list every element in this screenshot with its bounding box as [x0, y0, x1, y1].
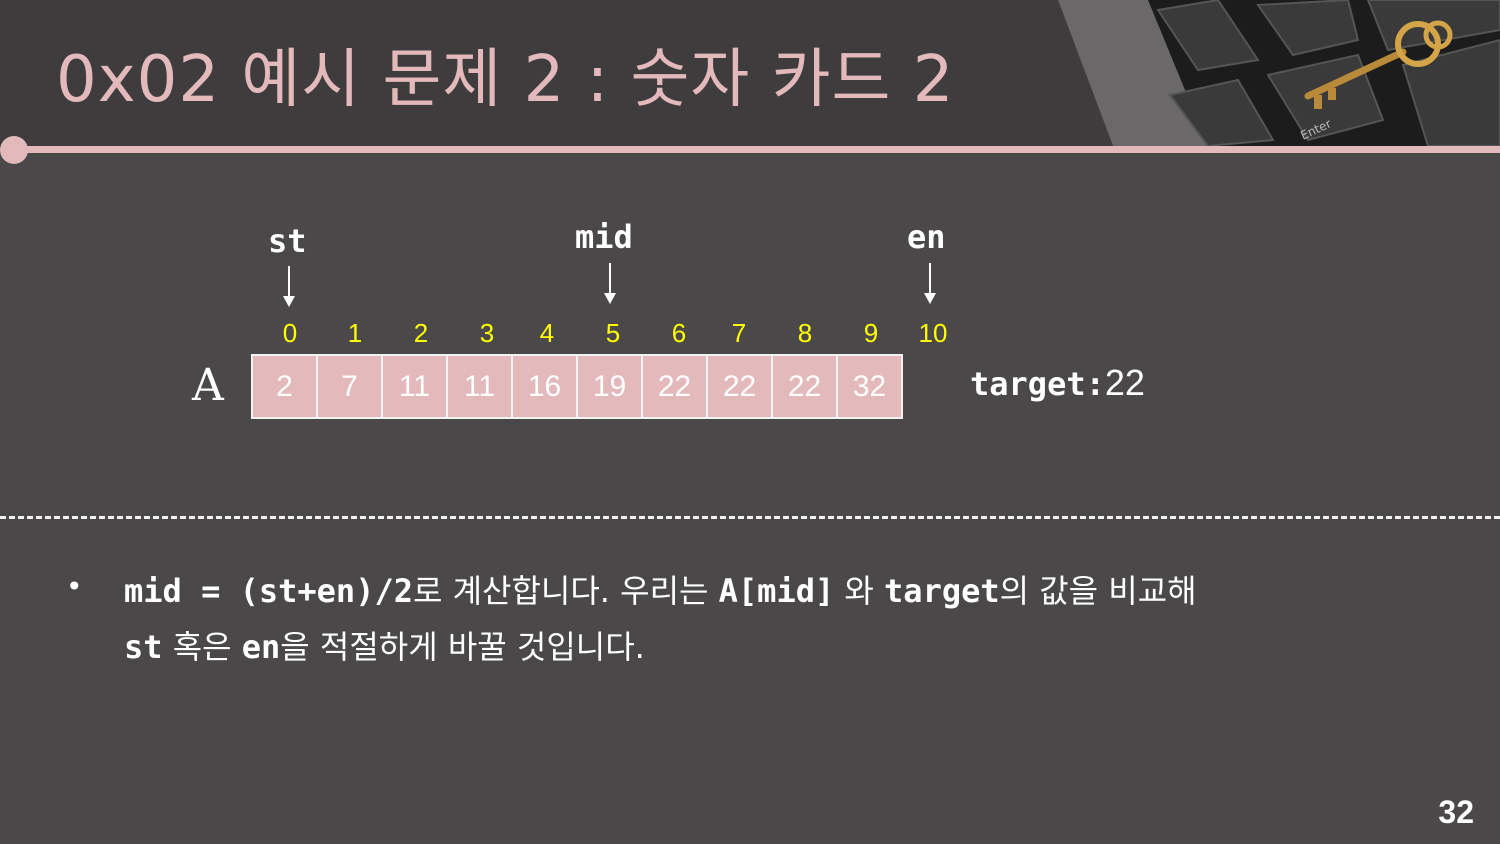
- index-label: 9: [863, 318, 879, 348]
- code-text: st: [124, 628, 163, 666]
- array-cell: 7: [318, 356, 383, 417]
- array-cells: 2 7 11 11 16 19 22 22 22 32: [251, 354, 903, 419]
- index-label: 3: [479, 318, 495, 348]
- index-label: 4: [539, 318, 555, 348]
- array-label: A: [192, 360, 224, 411]
- array-cell: 2: [253, 356, 318, 417]
- index-label: 5: [605, 318, 621, 348]
- explanation-text: 혹은: [162, 628, 242, 666]
- title-underline: [14, 146, 1500, 153]
- explanation-text: 을 적절하게 바꿀 것입니다.: [280, 628, 645, 666]
- array-cell: 22: [708, 356, 773, 417]
- pointer-mid-arrow: [604, 263, 616, 304]
- array-cell: 11: [383, 356, 448, 417]
- index-label: 10: [918, 318, 948, 348]
- code-text: target: [884, 572, 1000, 610]
- array-cell: 32: [852, 369, 887, 403]
- target-label: target:: [970, 365, 1105, 403]
- index-label: 6: [671, 318, 687, 348]
- pointer-en-arrow: [924, 263, 936, 304]
- explanation-text: 와: [834, 572, 885, 610]
- pointer-en-label: en: [907, 218, 946, 256]
- array-cell: 16: [513, 356, 578, 417]
- code-text: en: [241, 628, 281, 666]
- target-value: 22: [1104, 362, 1145, 403]
- formula-text: mid = (st+en)/2: [124, 572, 413, 610]
- explanation-line-2: st 혹은 en을 적절하게 바꿀 것입니다.: [124, 622, 645, 668]
- explanation-text: 로 계산합니다. 우리는: [412, 572, 719, 610]
- index-label: 2: [413, 318, 429, 348]
- pointer-st-label: st: [268, 222, 307, 260]
- page-title: 0x02 예시 문제 2 : 숫자 카드 2: [56, 43, 955, 117]
- array-cell: 19: [578, 356, 643, 417]
- explanation-text: 의 값을 비교해: [999, 572, 1197, 610]
- page-number: 32: [1438, 794, 1474, 830]
- pointer-st-arrow: [283, 266, 295, 307]
- explanation-line-1: mid = (st+en)/2로 계산합니다. 우리는 A[mid] 와 tar…: [124, 566, 1197, 612]
- keyboard-key-image: Enter: [1058, 0, 1500, 146]
- index-label: 1: [347, 318, 363, 348]
- array-cell: 22: [643, 356, 708, 417]
- index-label: 0: [282, 318, 298, 348]
- code-text: A[mid]: [718, 572, 835, 610]
- array-cell: 11: [448, 356, 513, 417]
- target-readout: target:22: [970, 362, 1145, 404]
- bullet-point: •: [66, 570, 83, 603]
- golden-key-icon: [1304, 20, 1453, 109]
- array-cell: 22: [773, 356, 838, 417]
- index-label: 8: [797, 318, 813, 348]
- section-divider: [0, 516, 1500, 519]
- pointer-mid-label: mid: [575, 218, 633, 256]
- title-underline-dot: [0, 136, 28, 164]
- index-label: 7: [731, 318, 747, 348]
